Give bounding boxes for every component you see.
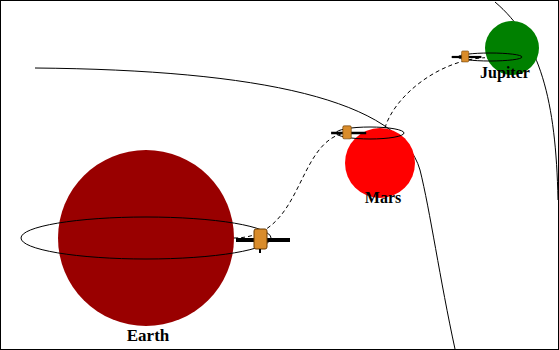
- planet-ring: [458, 53, 522, 61]
- satellite-icon: [452, 51, 482, 62]
- orbit-line: [35, 68, 455, 349]
- satellite-icon: [331, 126, 366, 139]
- planet-ring: [21, 217, 271, 259]
- planet-ring: [336, 127, 404, 139]
- planet-node: Jupiter: [485, 21, 539, 75]
- planet-label: Earth: [127, 327, 170, 346]
- planet-node: Mars: [345, 128, 415, 198]
- transfer-path: [385, 58, 485, 128]
- planet-label: Jupiter: [480, 64, 530, 82]
- planet-shape: [58, 150, 234, 326]
- planet-shape: [345, 128, 415, 198]
- planet-circle: [58, 150, 234, 326]
- transfer-path: [234, 133, 345, 238]
- planet-node: Earth: [58, 150, 234, 326]
- satellite-icon: [236, 229, 290, 253]
- planet-circle: [345, 128, 415, 198]
- planet-label: Mars: [365, 189, 401, 207]
